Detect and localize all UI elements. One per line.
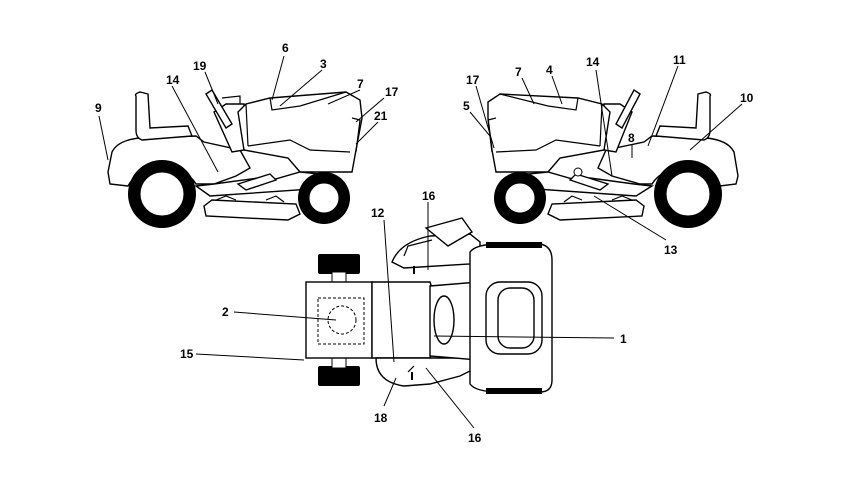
label-19: 19 <box>193 59 207 73</box>
left-side-view-tractor <box>107 89 363 228</box>
label-10: 10 <box>740 91 754 105</box>
label-16-bottom: 16 <box>468 431 482 445</box>
label-5: 5 <box>463 99 470 113</box>
label-14-right: 14 <box>586 55 600 69</box>
label-9: 9 <box>95 101 102 115</box>
label-16-top: 16 <box>422 189 436 203</box>
label-11: 11 <box>673 53 686 67</box>
label-17-left: 17 <box>385 85 399 99</box>
label-13: 13 <box>664 243 678 257</box>
label-15: 15 <box>180 347 194 361</box>
label-21: 21 <box>374 109 388 123</box>
label-12: 12 <box>371 206 385 220</box>
label-17-right: 17 <box>466 73 480 87</box>
label-6: 6 <box>282 41 289 55</box>
label-2: 2 <box>222 305 229 319</box>
label-4: 4 <box>546 63 553 77</box>
top-view-tractor <box>305 217 553 394</box>
label-7-right: 7 <box>515 65 522 79</box>
label-3: 3 <box>320 57 327 71</box>
label-8: 8 <box>628 131 635 145</box>
label-1: 1 <box>620 332 627 346</box>
label-14-left: 14 <box>166 73 180 87</box>
label-7-left: 7 <box>357 77 364 91</box>
callout-labels: 9 19 14 6 3 7 17 21 17 5 7 4 14 11 8 10 … <box>95 41 754 445</box>
leader-lines <box>98 55 743 429</box>
label-18: 18 <box>374 411 388 425</box>
